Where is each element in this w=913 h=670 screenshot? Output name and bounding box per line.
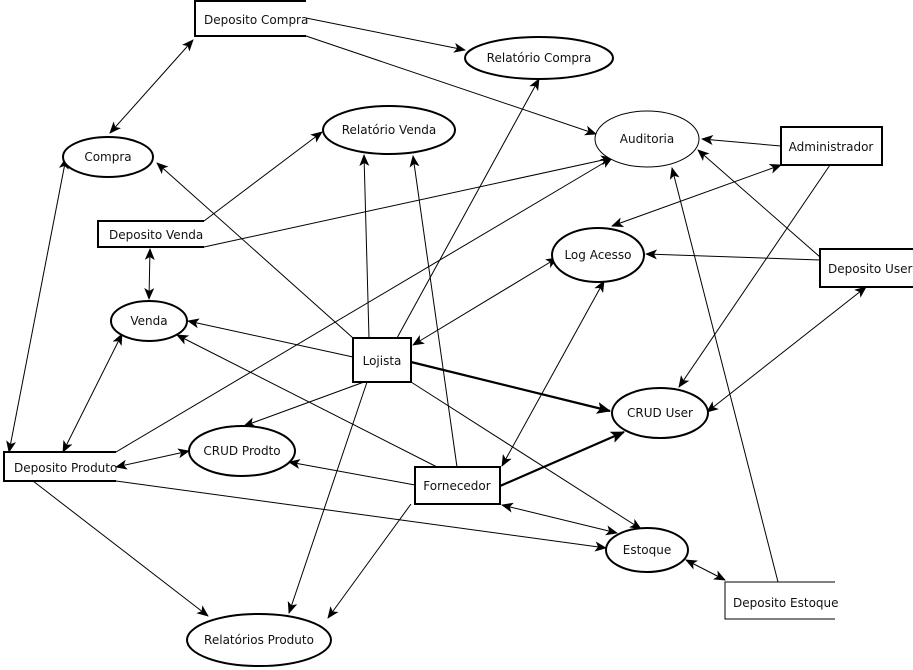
flow-fornecedor-to-relatorios-produto [327,503,412,619]
process-label: Estoque [623,543,672,557]
datastore-deposito-compra[interactable]: Deposito Compra [194,0,308,37]
datastore-label: Deposito Produto [14,461,117,475]
datastore-label: Deposito Venda [109,228,203,242]
flow-deposito-estoque-to-estoque [685,559,726,581]
process-label: Relatório Venda [342,123,437,137]
entity-lojista[interactable]: Lojista [352,337,412,383]
datastore-deposito-venda[interactable]: Deposito Venda [97,220,204,248]
datastore-deposito-produto[interactable]: Deposito Produto [3,451,117,482]
entity-label: Administrador [789,140,874,154]
process-compra[interactable]: Compra [62,136,154,178]
flow-deposito-venda-to-relatorio-venda [203,131,323,222]
flow-deposito-user-to-auditoria [697,149,821,258]
flow-deposito-user-to-crud-user [706,286,867,413]
flow-deposito-produto-to-compra [6,157,69,453]
diagram-nodes: Compra Relatório Compra Relatório Venda … [3,0,913,667]
process-relatorio-venda[interactable]: Relatório Venda [322,105,456,155]
flow-administrador-to-auditoria [701,134,782,147]
process-relatorio-compra[interactable]: Relatório Compra [464,36,614,80]
flow-lojista-to-compra [156,162,354,339]
process-label: Log Acesso [564,248,631,262]
process-crud-user[interactable]: CRUD User [611,387,709,439]
process-label: Relatórios Produto [204,633,314,647]
process-relatorios-produto[interactable]: Relatórios Produto [186,613,332,667]
entity-label: Fornecedor [423,479,490,493]
flow-lojista-to-log-acesso [412,257,558,346]
process-label: Compra [84,150,131,164]
datastore-deposito-user[interactable]: Deposito User [819,248,913,288]
flow-lojista-to-relatorios-produto [287,381,368,614]
flow-deposito-compra-to-auditoria [305,35,597,136]
flow-administrador-to-log-acesso [611,164,782,227]
flow-deposito-compra-to-compra [109,39,194,134]
flow-fornecedor-to-crud-user [499,430,625,488]
flow-lojista-to-estoque [410,381,642,530]
process-crud-produto[interactable]: CRUD Prodto [188,425,296,477]
process-label: Auditoria [620,132,674,146]
flow-deposito-compra-to-relatorio-compra [305,17,466,53]
flow-deposito-user-to-log-acesso [645,249,821,261]
flow-fornecedor-to-estoque [501,502,618,536]
flow-administrador-to-crud-user [678,164,831,388]
datastore-label: Deposito User [828,262,912,276]
flow-fornecedor-to-venda [176,334,438,468]
datastore-deposito-estoque[interactable]: Deposito Estoque [724,581,839,620]
process-label: CRUD User [627,406,693,420]
flow-deposito-venda-to-venda [144,248,155,300]
process-venda[interactable]: Venda [110,300,188,342]
flow-deposito-produto-to-auditoria [115,157,613,453]
flow-deposito-produto-to-estoque [115,480,607,552]
entity-administrador[interactable]: Administrador [780,126,883,166]
entity-label: Lojista [363,354,402,368]
flow-deposito-produto-to-relatorios-produto [32,480,209,617]
process-estoque[interactable]: Estoque [605,527,689,573]
flow-fornecedor-to-relatorio-venda [409,155,458,468]
flow-deposito-produto-to-crud-produto [115,448,190,470]
flow-deposito-estoque-to-auditoria [669,167,779,583]
flow-fornecedor-to-crud-produto [288,459,416,486]
process-label: Relatório Compra [487,51,592,65]
datastore-label: Deposito Estoque [733,596,839,610]
flow-lojista-to-crud-produto [243,381,365,427]
datastore-label: Deposito Compra [204,13,308,27]
entity-fornecedor[interactable]: Fornecedor [414,466,501,505]
flow-deposito-venda-to-auditoria [203,155,613,248]
flow-deposito-produto-to-venda [62,333,123,453]
flow-fornecedor-to-log-acesso [501,280,605,467]
flow-lojista-to-crud-user [410,360,611,414]
flow-lines [6,17,867,619]
process-label: CRUD Prodto [203,444,280,458]
flow-lojista-to-venda [187,318,354,358]
flow-lojista-to-relatorio-venda [359,154,370,339]
process-log-acesso[interactable]: Log Acesso [551,227,645,283]
process-label: Venda [130,314,167,328]
process-auditoria[interactable]: Auditoria [594,110,700,168]
